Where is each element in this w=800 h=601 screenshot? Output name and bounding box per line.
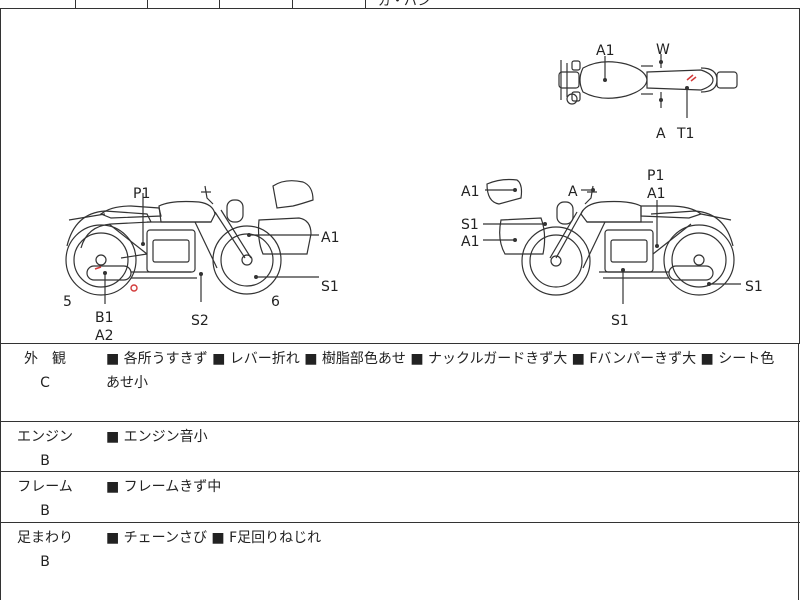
category-name: エンジン <box>17 429 73 445</box>
condition-category: エンジン B <box>0 422 90 473</box>
header-strip: ガ・パン <box>0 0 800 9</box>
label-left-s1: S1 <box>321 279 339 295</box>
label-top-a1: A1 <box>596 43 614 59</box>
header-cell <box>147 0 148 8</box>
condition-category: 足まわり B <box>0 523 90 574</box>
condition-row-engine: エンジン B ■ エンジン音小 <box>0 421 800 472</box>
header-cell <box>219 0 220 8</box>
leader-dots <box>103 60 711 286</box>
table-right-border <box>798 343 799 600</box>
condition-notes: ■ エンジン音小 <box>106 429 208 445</box>
condition-notes: ■ 各所うすきず ■ レバー折れ ■ 樹脂部色あせ ■ ナックルガードきず大 ■… <box>106 351 775 391</box>
label-top-a: A <box>656 126 666 142</box>
condition-table: 外 観 C ■ 各所うすきず ■ レバー折れ ■ 樹脂部色あせ ■ ナックルガー… <box>0 343 800 600</box>
label-left-6: 6 <box>271 294 280 310</box>
condition-row-suspension: 足まわり B ■ チェーンさび ■ F足回りねじれ <box>0 522 800 601</box>
label-left-p1: P1 <box>133 186 150 202</box>
label-right-a1-top: A1 <box>461 184 479 200</box>
motorcycle-top-view <box>558 54 738 118</box>
label-right-a1-left: A1 <box>461 234 479 250</box>
category-grade: C <box>40 375 50 391</box>
header-cell <box>75 0 76 8</box>
label-right-s1-right: S1 <box>745 279 763 295</box>
condition-row-exterior: 外 観 C ■ 各所うすきず ■ レバー折れ ■ 樹脂部色あせ ■ ナックルガー… <box>0 343 800 422</box>
header-cell <box>365 0 366 8</box>
category-grade: B <box>40 503 50 519</box>
motorcycle-left-side-view <box>65 180 319 304</box>
label-left-a1: A1 <box>321 230 339 246</box>
label-left-5: 5 <box>63 294 72 310</box>
header-cell <box>292 0 293 8</box>
motorcycle-diagrams: A1 W A T1 P1 A1 S1 S2 5 6 B1 A2 P1 A1 A1… <box>63 42 763 343</box>
table-left-border <box>0 343 1 600</box>
condition-row-frame: フレーム B ■ フレームきず中 <box>0 471 800 523</box>
label-right-a: A <box>568 184 578 200</box>
label-right-s1-left: S1 <box>461 217 479 233</box>
label-left-b1: B1 <box>95 310 114 326</box>
damage-diagram-panel: A1 W A T1 P1 A1 S1 S2 5 6 B1 A2 P1 A1 A1… <box>0 8 800 343</box>
category-grade: B <box>40 554 50 570</box>
category-name: 足まわり <box>17 530 73 546</box>
label-left-a2: A2 <box>95 328 113 343</box>
label-right-p1: P1 <box>647 168 664 184</box>
category-name: 外 観 <box>24 351 66 367</box>
category-name: フレーム <box>17 479 73 495</box>
condition-notes: ■ チェーンさび ■ F足回りねじれ <box>106 530 322 546</box>
condition-notes: ■ フレームきず中 <box>106 479 222 495</box>
condition-category: フレーム B <box>0 472 90 523</box>
label-right-s1-bottom: S1 <box>611 313 629 329</box>
label-top-w: W <box>656 42 670 58</box>
condition-category: 外 観 C <box>0 344 90 395</box>
motorcycle-right-side-view <box>483 178 741 304</box>
label-top-t1: T1 <box>676 126 694 142</box>
category-grade: B <box>40 453 50 469</box>
label-left-s2: S2 <box>191 313 209 329</box>
header-partial-text: ガ・パン <box>378 0 431 9</box>
label-right-a1-tank: A1 <box>647 186 665 202</box>
